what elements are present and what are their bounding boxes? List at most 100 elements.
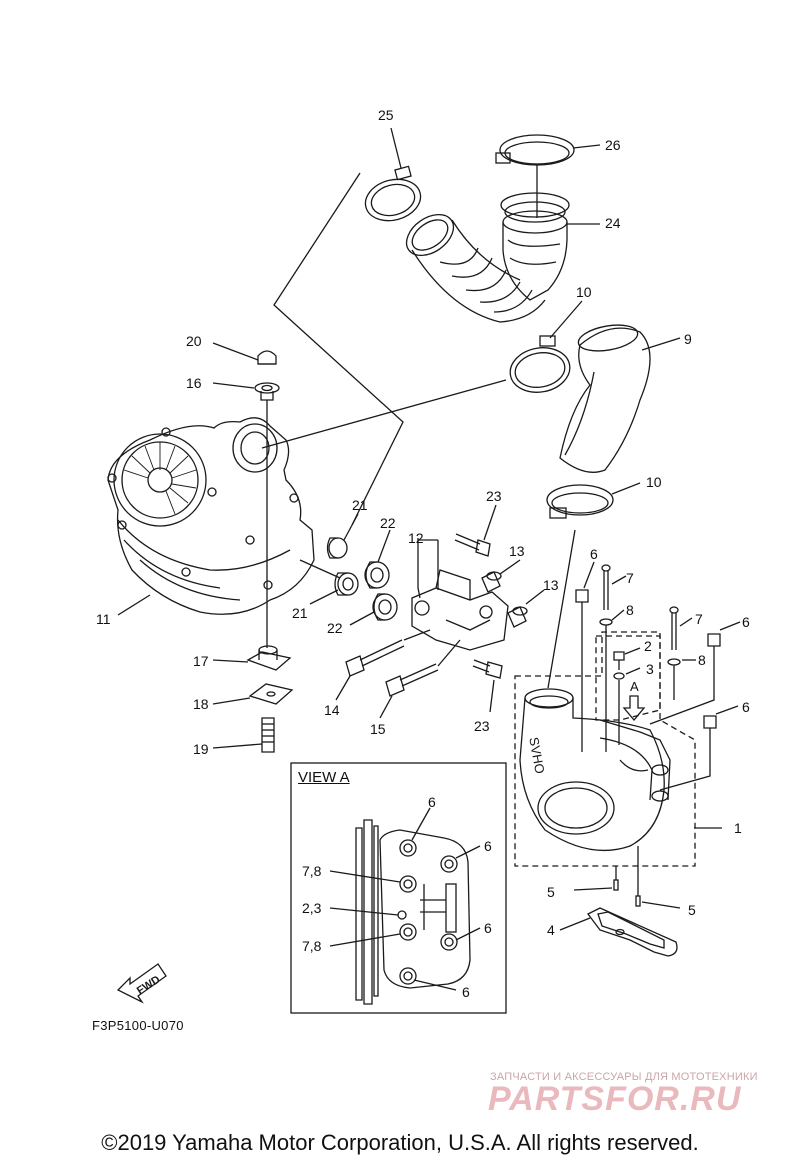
va-leader-78b	[329, 933, 401, 947]
leader-bolt15-bracket	[437, 639, 461, 667]
leader-3	[625, 667, 641, 675]
callout-20: 20	[186, 333, 202, 349]
mount-17	[246, 645, 292, 671]
va-leader-6c	[455, 927, 481, 941]
dashed-box-view	[595, 635, 661, 721]
va-leader-6b	[455, 845, 481, 859]
callout-17: 17	[193, 653, 209, 669]
va-leader-6a	[411, 807, 431, 841]
damper-22-lower	[372, 593, 398, 621]
leader-19	[212, 743, 263, 749]
bolt-6-right-upper	[707, 633, 721, 682]
leader-25-long	[273, 172, 404, 526]
callout-5-right: 5	[688, 902, 696, 918]
callout-8-upper: 8	[626, 602, 634, 618]
leader-17	[212, 659, 249, 663]
bolt-23-lower	[472, 659, 503, 679]
callout-4: 4	[547, 922, 555, 938]
bolt-7-right	[669, 606, 679, 650]
leader-7-right	[679, 617, 693, 627]
leader-6-right-lower	[715, 705, 739, 715]
view-a-arrow-icon	[622, 695, 646, 722]
gasket-4	[587, 907, 678, 957]
leader-18	[212, 697, 251, 705]
bolt-7-upper	[601, 564, 611, 610]
leader-21-upper	[343, 513, 359, 541]
view-a-label-6a: 6	[428, 794, 436, 810]
watermark-brand: PARTSFOR.RU	[488, 1080, 742, 1118]
callout-12: 12	[408, 530, 424, 546]
callout-23-lower: 23	[474, 718, 490, 734]
plate-18	[248, 683, 294, 705]
hose-clamp-26	[495, 134, 575, 166]
intake-elbow-24	[500, 192, 570, 301]
leader-13-lower	[525, 589, 545, 605]
callout-7-right: 7	[695, 611, 703, 627]
leader-5-right	[641, 901, 681, 909]
va-leader-23	[329, 907, 399, 916]
callout-18: 18	[193, 696, 209, 712]
leader-25	[390, 127, 402, 169]
callout-11: 11	[96, 611, 111, 627]
leader-26	[572, 144, 601, 149]
leader-15	[379, 695, 393, 719]
callout-10-upper: 10	[576, 284, 592, 300]
bolt-15	[385, 663, 439, 697]
rubber-hose-9	[559, 324, 651, 473]
scoop-housing	[519, 688, 671, 852]
bolt-23-upper	[454, 533, 491, 557]
intake-hose	[405, 213, 546, 323]
intake-housing-11	[107, 417, 315, 615]
leader-23-upper	[483, 504, 497, 541]
callout-15: 15	[370, 721, 386, 737]
bolt-2	[613, 651, 625, 670]
leader-housing-collar	[299, 559, 341, 579]
leader-bolt14-bracket	[403, 629, 431, 641]
leader-10-upper	[549, 300, 583, 339]
leader-6-right-upper	[719, 621, 741, 631]
leader-4	[559, 917, 591, 931]
view-a-title: VIEW A	[298, 769, 350, 786]
callout-arrow-a: A	[630, 679, 639, 694]
bolt-6-upper-left	[575, 589, 589, 624]
view-a-label-78b: 7,8	[302, 938, 322, 954]
callout-25: 25	[378, 107, 394, 123]
leader-6-right-route	[649, 682, 715, 725]
callout-16: 16	[186, 375, 202, 391]
callout-21-lower: 21	[292, 605, 308, 621]
callout-6-upper: 6	[590, 546, 598, 562]
hose-clamp-25	[364, 165, 422, 222]
leader-9	[641, 337, 681, 351]
pin-5-left	[613, 879, 619, 891]
stud-19	[261, 717, 275, 753]
leader-13-upper	[499, 559, 521, 575]
callout-6-right-lower: 6	[742, 699, 750, 715]
leader-8-upper	[611, 609, 625, 621]
watermark-tagline: ЗАПЧАСТИ И АКСЕССУАРЫ ДЛЯ МОТОТЕХНИКИ	[490, 1071, 758, 1083]
hose-clamp-10-upper	[509, 335, 571, 393]
leader-5-left	[573, 887, 613, 891]
callout-24: 24	[605, 215, 621, 231]
hose-clamp-10-lower	[546, 484, 614, 519]
callout-13-upper: 13	[509, 543, 525, 559]
leader-to-housing	[261, 379, 507, 449]
callout-9: 9	[684, 331, 692, 347]
callout-21-upper: 21	[352, 497, 368, 513]
leader-20	[212, 342, 259, 361]
callout-5-left: 5	[547, 884, 555, 900]
grommet-16	[254, 382, 280, 401]
va-leader-78a	[329, 870, 401, 883]
callout-26: 26	[605, 137, 621, 153]
leader-21-lower	[309, 589, 339, 605]
collar-21-upper	[326, 537, 348, 559]
bracket-12	[411, 569, 509, 651]
leader-10-lower-down	[547, 529, 576, 689]
va-leader-6d	[413, 979, 457, 991]
leader-16	[212, 382, 255, 389]
callout-19: 19	[193, 741, 209, 757]
leader-7-upper	[611, 575, 627, 585]
cap-nut-20	[257, 350, 277, 365]
leader-22-upper	[377, 529, 391, 563]
callout-2: 2	[644, 638, 652, 654]
callout-13-lower: 13	[543, 577, 559, 593]
